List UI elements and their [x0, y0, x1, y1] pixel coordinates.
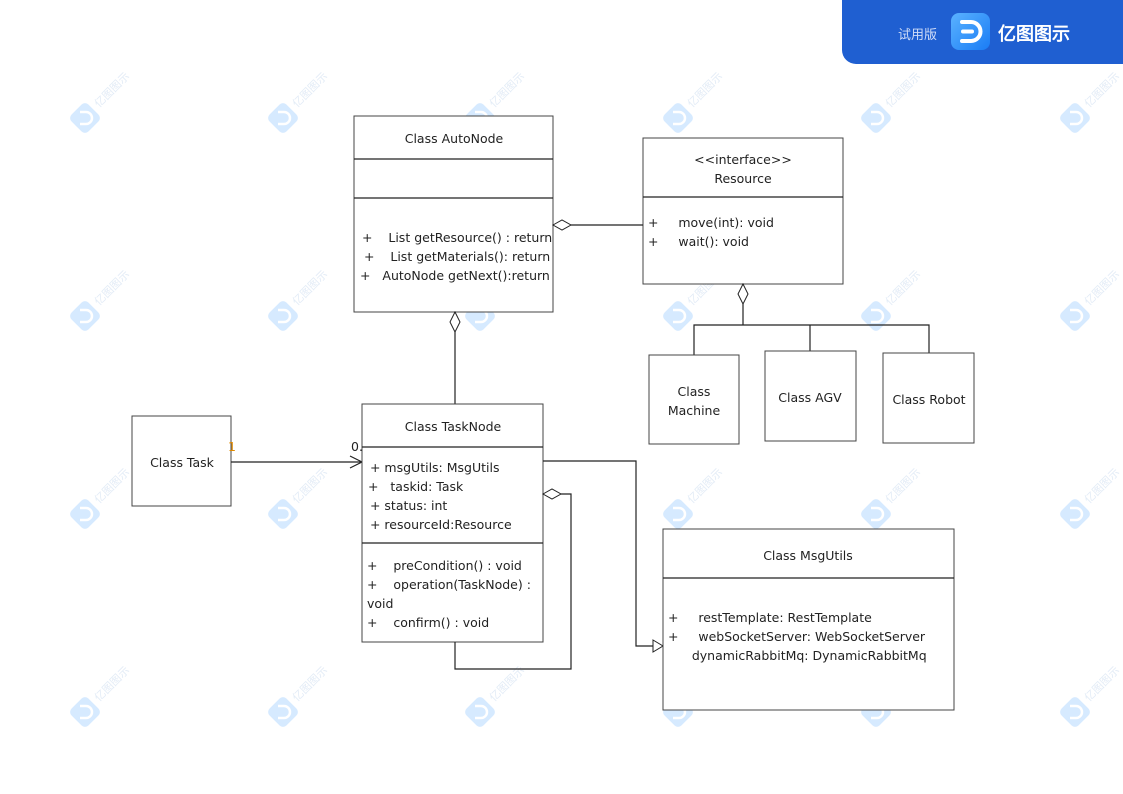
watermark-icon: 亿图图示 [268, 466, 330, 529]
class-robot[interactable]: Class Robot [882, 352, 975, 444]
interface-resource[interactable]: <<interface>> Resource + move(int): void… [642, 137, 844, 285]
svg-text:亿图图示: 亿图图示 [1082, 268, 1122, 308]
svg-text:亿图图示: 亿图图示 [487, 664, 527, 704]
attribute: + taskid: Task [368, 479, 464, 494]
watermark-icon: 亿图图示 [861, 466, 923, 529]
class-title: Class MsgUtils [763, 548, 853, 563]
generalization-tasknode-msgutils [543, 460, 664, 653]
svg-text:亿图图示: 亿图图示 [685, 466, 725, 506]
class-task[interactable]: Class Task [131, 415, 232, 507]
svg-text:亿图图示: 亿图图示 [290, 268, 330, 308]
watermark-icon: 亿图图示 [663, 466, 725, 529]
watermark-icon: 亿图图示 [268, 664, 330, 727]
class-title: Machine [668, 403, 721, 418]
svg-text:亿图图示: 亿图图示 [1082, 70, 1122, 110]
aggregation-autonode-resource [551, 219, 643, 231]
method: + move(int): void [648, 215, 774, 230]
method: + AutoNode getNext():return [360, 268, 550, 283]
aggregation-diamond-icon [541, 488, 563, 500]
method: + confirm() : void [367, 615, 489, 630]
stereotype: <<interface>> [694, 152, 792, 167]
svg-text:亿图图示: 亿图图示 [487, 70, 527, 110]
class-autonode[interactable]: Class AutoNode + List getResource() : re… [353, 115, 554, 313]
watermark-icon: 亿图图示 [70, 268, 132, 331]
watermark-icon: 亿图图示 [1060, 466, 1122, 529]
class-agv[interactable]: Class AGV [764, 350, 857, 442]
class-title: Resource [714, 171, 772, 186]
aggregation-autonode-tasknode [449, 310, 461, 404]
watermark-icon: 亿图图示 [70, 466, 132, 529]
svg-text:亿图图示: 亿图图示 [290, 70, 330, 110]
watermark-icon: 亿图图示 [268, 268, 330, 331]
svg-text:亿图图示: 亿图图示 [92, 466, 132, 506]
edraw-logo-icon [951, 13, 990, 50]
attribute: + msgUtils: MsgUtils [366, 460, 499, 475]
watermark-icon: 亿图图示 [70, 70, 132, 133]
watermark-icon: 亿图图示 [861, 268, 923, 331]
svg-text:亿图图示: 亿图图示 [290, 466, 330, 506]
attribute: + restTemplate: RestTemplate [668, 610, 872, 625]
self-aggregation-tasknode [454, 488, 572, 670]
attribute: + webSocketServer: WebSocketServer [668, 629, 926, 644]
class-tasknode[interactable]: Class TaskNode + msgUtils: MsgUtils + ta… [361, 403, 544, 643]
svg-text:亿图图示: 亿图图示 [685, 70, 725, 110]
svg-text:亿图图示: 亿图图示 [883, 268, 923, 308]
aggregation-diamond-icon [449, 310, 461, 334]
watermark-icon: 亿图图示 [70, 664, 132, 727]
multiplicity-label: 1 [228, 439, 236, 454]
aggregation-diamond-icon [551, 219, 573, 231]
method: + List getMaterials(): return [364, 249, 550, 264]
watermark-icon: 亿图图示 [1060, 70, 1122, 133]
aggregation-resource-implementations [693, 282, 930, 355]
svg-text:亿图图示: 亿图图示 [1082, 664, 1122, 704]
method: + wait(): void [648, 234, 749, 249]
class-title: Class TaskNode [405, 419, 502, 434]
class-title: Class AGV [778, 390, 842, 405]
class-title: Class Task [150, 455, 215, 470]
class-machine[interactable]: Class Machine [648, 354, 740, 445]
trial-badge: 试用版 亿图图示 [842, 0, 1123, 64]
watermark-icon: 亿图图示 [663, 70, 725, 133]
association-task-tasknode: 1 0..* [228, 439, 373, 469]
brand-name: 亿图图示 [998, 24, 1070, 45]
watermark-icon: 亿图图示 [1060, 268, 1122, 331]
svg-text:亿图图示: 亿图图示 [92, 268, 132, 308]
method: void [367, 596, 393, 611]
class-title: Class Robot [892, 392, 965, 407]
watermark-icon: 亿图图示 [1060, 664, 1122, 727]
watermark-icon: 亿图图示 [861, 70, 923, 133]
watermark-icon: 亿图图示 [268, 70, 330, 133]
svg-text:亿图图示: 亿图图示 [883, 466, 923, 506]
hollow-triangle-icon [652, 639, 664, 653]
svg-text:亿图图示: 亿图图示 [290, 664, 330, 704]
svg-text:亿图图示: 亿图图示 [883, 70, 923, 110]
aggregation-diamond-icon [737, 282, 749, 306]
watermark-icon: 亿图图示 [465, 664, 527, 727]
svg-text:亿图图示: 亿图图示 [92, 70, 132, 110]
class-msgutils[interactable]: Class MsgUtils + restTemplate: RestTempl… [662, 528, 955, 711]
class-title: Class AutoNode [405, 131, 504, 146]
svg-text:亿图图示: 亿图图示 [1082, 466, 1122, 506]
method: + preCondition() : void [367, 558, 522, 573]
class-title: Class [678, 384, 711, 399]
method: + List getResource() : return [362, 230, 552, 245]
method: + operation(TaskNode) : [367, 577, 531, 592]
svg-text:亿图图示: 亿图图示 [92, 664, 132, 704]
attribute: + resourceId:Resource [366, 517, 512, 532]
trial-label: 试用版 [898, 28, 938, 43]
attribute: dynamicRabbitMq: DynamicRabbitMq [668, 648, 927, 663]
attribute: + status: int [366, 498, 447, 513]
